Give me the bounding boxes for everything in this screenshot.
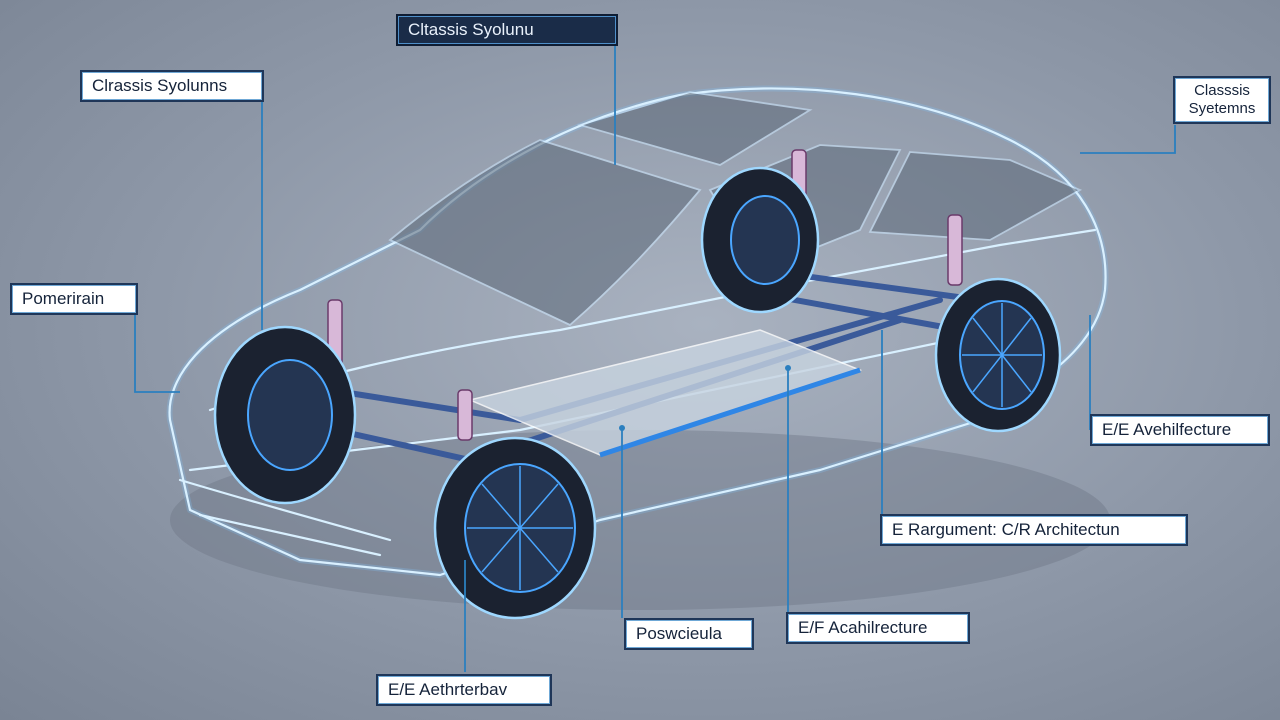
label-ee-architecture-right: E/E Avehilfecture <box>1090 414 1270 446</box>
label-powertrain-left: Pomerirain <box>10 283 138 315</box>
wheel-rear-right <box>934 277 1062 433</box>
front-strut-right <box>457 389 473 441</box>
battery-pack-edge <box>599 367 861 458</box>
label-chassis-systems-top: Cltassis Syolunu <box>396 14 618 46</box>
front-grille <box>198 513 382 557</box>
label-chassis-systems-right-line1: Classsis <box>1194 82 1250 99</box>
wheel-front-right <box>433 436 597 620</box>
label-ee-architecture-lower-right: E Rargument: C/R Architectun <box>880 514 1188 546</box>
label-powertrain-bottom: Poswcieula <box>624 618 754 650</box>
label-ee-architecture-bottom-right: E/F Acahilrecture <box>786 612 970 644</box>
windshield <box>388 139 702 327</box>
body-outline <box>168 87 1107 577</box>
wheel-rear-left <box>700 166 820 314</box>
headlight <box>178 478 392 542</box>
label-chassis-systems-right: Classsis Syetemns <box>1173 76 1271 124</box>
wheel-front-left <box>213 325 357 505</box>
side-window-rear <box>868 151 1083 241</box>
sunroof <box>576 91 813 166</box>
leader-lines <box>134 42 1176 672</box>
label-chassis-systems-left: Clrassis Syolunns <box>80 70 264 102</box>
ground-shadow <box>170 430 1110 610</box>
label-chassis-systems-right-line2: Syetemns <box>1188 100 1256 117</box>
label-ee-architecture-bottom-left: E/E Aethrterbav <box>376 674 552 706</box>
rear-strut-right <box>947 214 963 286</box>
